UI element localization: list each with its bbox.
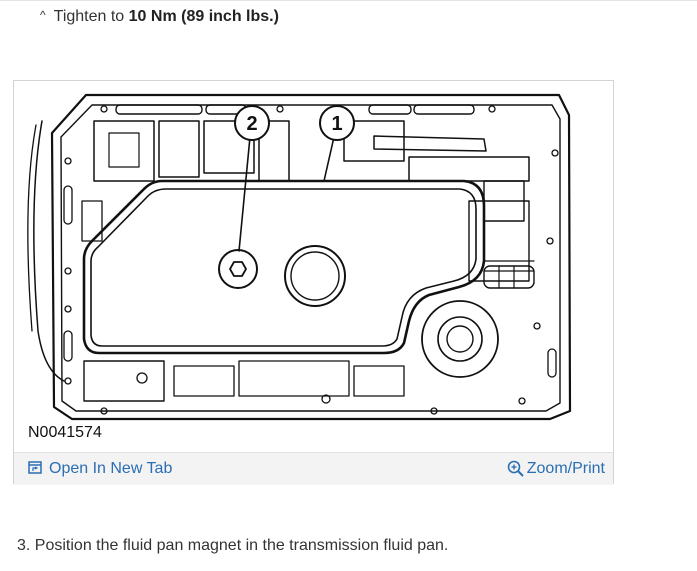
torque-instruction: ^ Tighten to 10 Nm (89 inch lbs.) xyxy=(40,8,279,26)
callout-2-circle xyxy=(234,105,270,141)
figure-panel: 2 1 N0041574 Open In New Tab xyxy=(13,80,614,485)
transmission-valve-body-diagram: 2 1 xyxy=(27,93,572,421)
callout-1-label: 1 xyxy=(331,113,342,135)
figure-toolbar: Open In New Tab Zoom/Print xyxy=(14,452,613,485)
torque-prefix: Tighten to xyxy=(53,8,129,25)
figure-id: N0041574 xyxy=(26,424,104,442)
zoom-print-link[interactable]: Zoom/Print xyxy=(507,460,605,478)
zoom-icon xyxy=(507,460,524,478)
step-3-instruction: 3. Position the fluid pan magnet in the … xyxy=(17,537,449,554)
callout-1-circle xyxy=(319,105,355,141)
callout-2-label: 2 xyxy=(246,113,257,135)
open-in-new-tab-label: Open In New Tab xyxy=(49,460,173,477)
torque-value: 10 Nm (89 inch lbs.) xyxy=(128,8,279,25)
caret-icon: ^ xyxy=(40,8,46,22)
top-divider xyxy=(0,0,697,1)
open-in-new-tab-link[interactable]: Open In New Tab xyxy=(28,460,172,478)
open-in-new-tab-icon xyxy=(28,461,42,476)
zoom-print-label: Zoom/Print xyxy=(526,460,605,477)
